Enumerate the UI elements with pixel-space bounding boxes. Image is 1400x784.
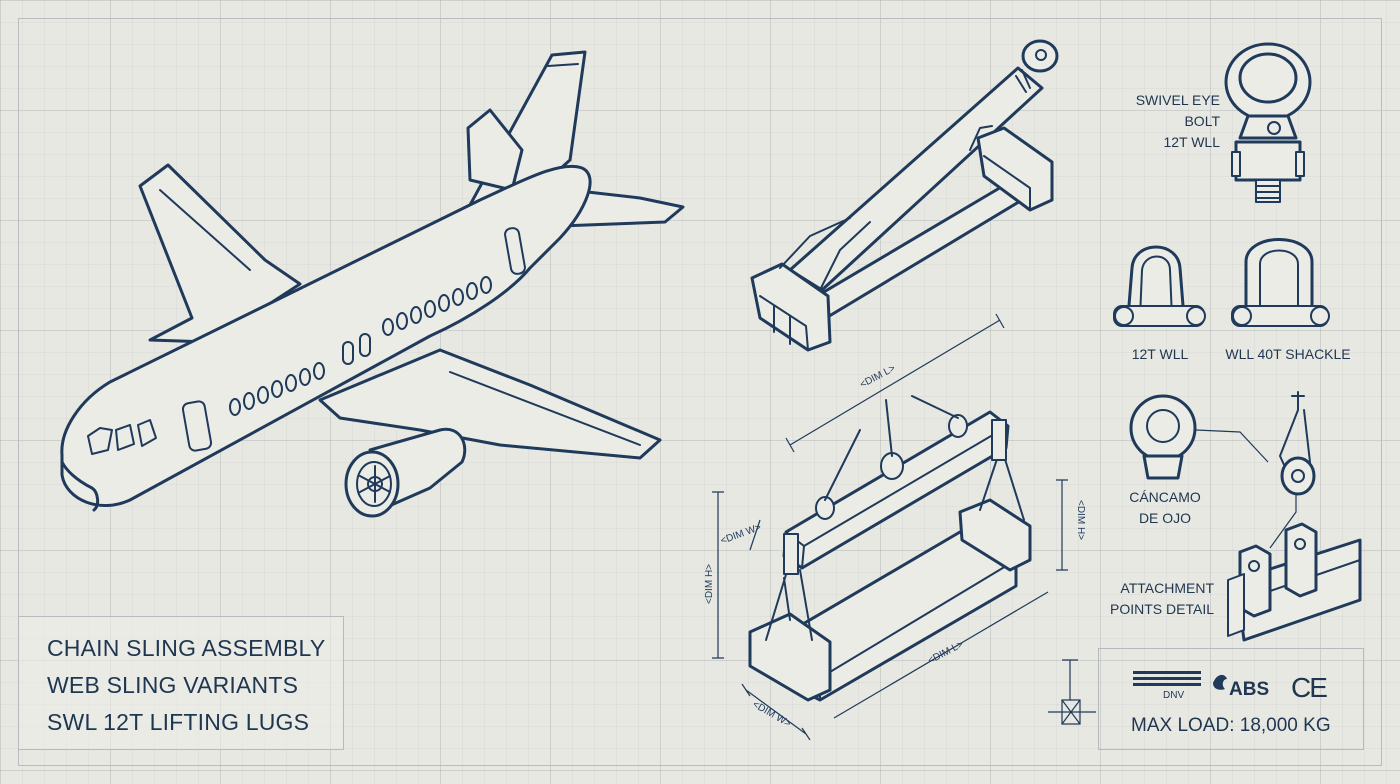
dim-label-left-w: <DIM W> [719, 522, 763, 547]
spreader-beam-frame [712, 313, 1068, 741]
ce-mark: CE [1291, 672, 1328, 703]
airplane-fuselage [60, 164, 592, 507]
shackle-right-label: WLL 40T SHACKLE [1225, 346, 1351, 362]
title-block: CHAIN SLING ASSEMBLY WEB SLING VARIANTS … [18, 616, 344, 750]
dim-label-top: <DIM L> [858, 363, 897, 391]
wire-rope-thimble-icon [1269, 391, 1316, 549]
airplane-engine [344, 427, 467, 518]
dim-label-left-h: <DIM H> [704, 564, 715, 604]
certification-block: DNV ABS CE MAX LOAD: 18,000 KG [1098, 648, 1364, 750]
attachment-points-label: ATTACHMENT POINTS DETAIL [1110, 580, 1214, 617]
swivel-eye-bolt-icon [1224, 42, 1312, 203]
dnv-text: DNV [1163, 690, 1185, 701]
attachment-lug-icon [1227, 522, 1362, 642]
swivel-eye-bolt-label: SWIVEL EYE BOLT 12T WLL [1135, 92, 1220, 150]
abs-text: ABS [1229, 679, 1270, 700]
shackle-icon-left [1113, 245, 1206, 327]
lifting-beam-diagonal [750, 39, 1059, 352]
airplane-illustration [60, 50, 685, 518]
drawing-frame [18, 18, 1382, 766]
dim-label-bottom-w: <DIM W> [751, 699, 793, 730]
shackle-icon-right [1231, 238, 1330, 327]
dim-label-right-h: <DIM H> [1075, 500, 1086, 540]
title-line-3: SWL 12T LIFTING LUGS [47, 709, 310, 735]
shackle-left-label: 12T WLL [1131, 346, 1189, 362]
abs-eagle-icon [1213, 674, 1227, 690]
title-line-2: WEB SLING VARIANTS [47, 672, 299, 698]
dim-label-bottom-l: <DIM L> [926, 639, 965, 667]
airplane-windows [229, 276, 492, 416]
dimension-lines [712, 313, 1068, 741]
airplane-right-wing [318, 348, 662, 460]
max-load-text: MAX LOAD: 18,000 KG [1131, 715, 1331, 736]
title-line-1: CHAIN SLING ASSEMBLY [47, 635, 326, 661]
valve-symbol-icon [1048, 659, 1096, 725]
dnv-logo [1133, 671, 1227, 690]
eye-nut-label: CÁNCAMO DE OJO [1129, 489, 1201, 526]
eye-nut-icon [1129, 394, 1269, 480]
